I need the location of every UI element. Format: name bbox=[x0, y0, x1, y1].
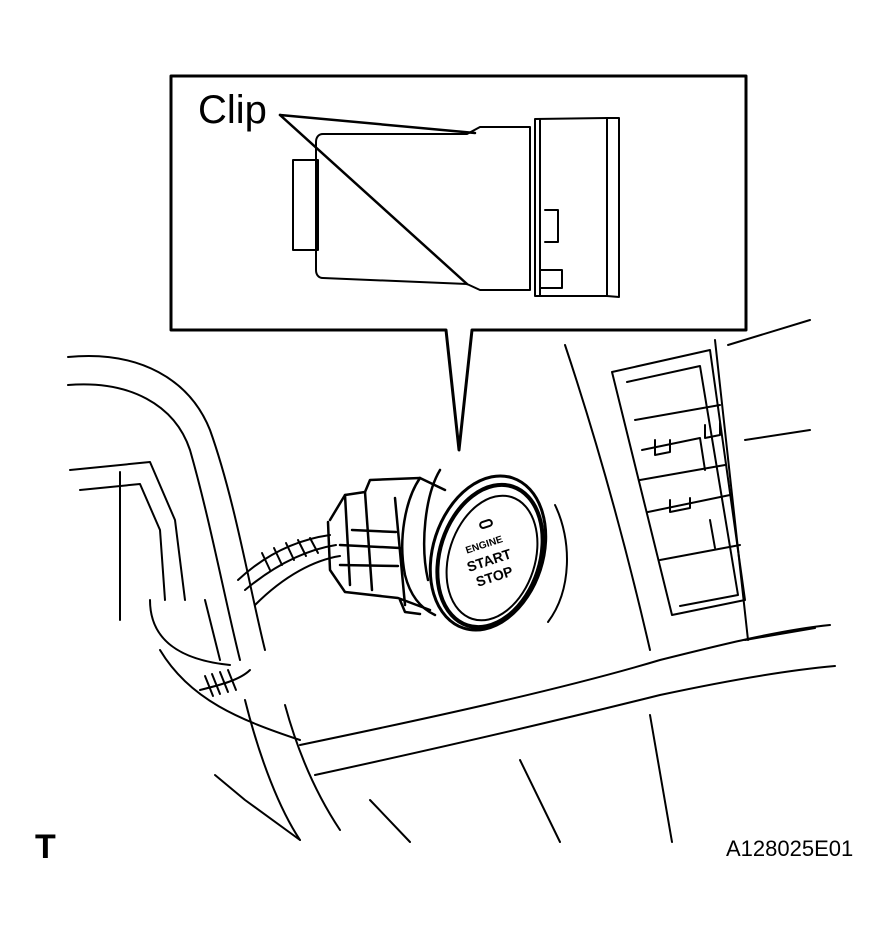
clip-leader-lines bbox=[278, 113, 477, 286]
indicator-lamp bbox=[479, 519, 493, 529]
corner-mark: T bbox=[35, 828, 56, 866]
callout-box bbox=[169, 74, 748, 452]
engine-start-stop-button bbox=[428, 474, 568, 632]
clip-label: Clip bbox=[198, 88, 267, 132]
switch-side-view bbox=[292, 117, 620, 298]
wire-harness bbox=[199, 534, 341, 697]
button-text-group: ENGINE START STOP bbox=[464, 534, 514, 590]
figure-code: A128025E01 bbox=[726, 836, 854, 861]
dashboard-panel bbox=[67, 319, 836, 843]
switch-block bbox=[611, 349, 746, 616]
switch-connector bbox=[326, 468, 447, 617]
